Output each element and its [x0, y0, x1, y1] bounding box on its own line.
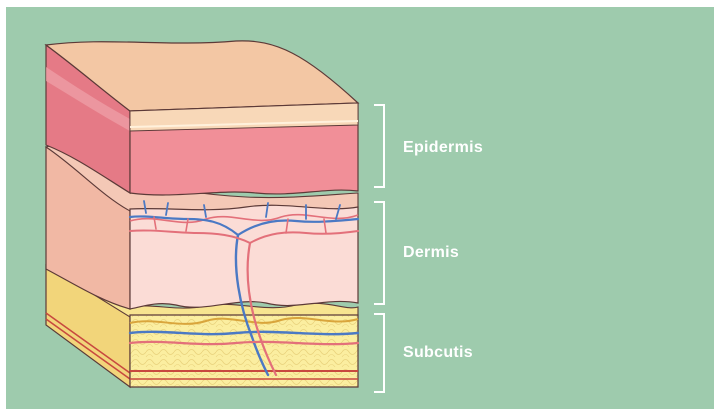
- dermis-bracket: [374, 202, 384, 304]
- layer-brackets: [374, 105, 384, 392]
- subcutis-label: Subcutis: [403, 344, 473, 362]
- epidermis-bracket: [374, 105, 384, 187]
- subcutis-bracket: [374, 314, 384, 392]
- epidermis-label: Epidermis: [403, 139, 483, 157]
- skin-layers-diagram: Epidermis Dermis Subcutis: [6, 7, 714, 409]
- dermis-label: Dermis: [403, 244, 459, 262]
- skin-illustration: [6, 7, 714, 409]
